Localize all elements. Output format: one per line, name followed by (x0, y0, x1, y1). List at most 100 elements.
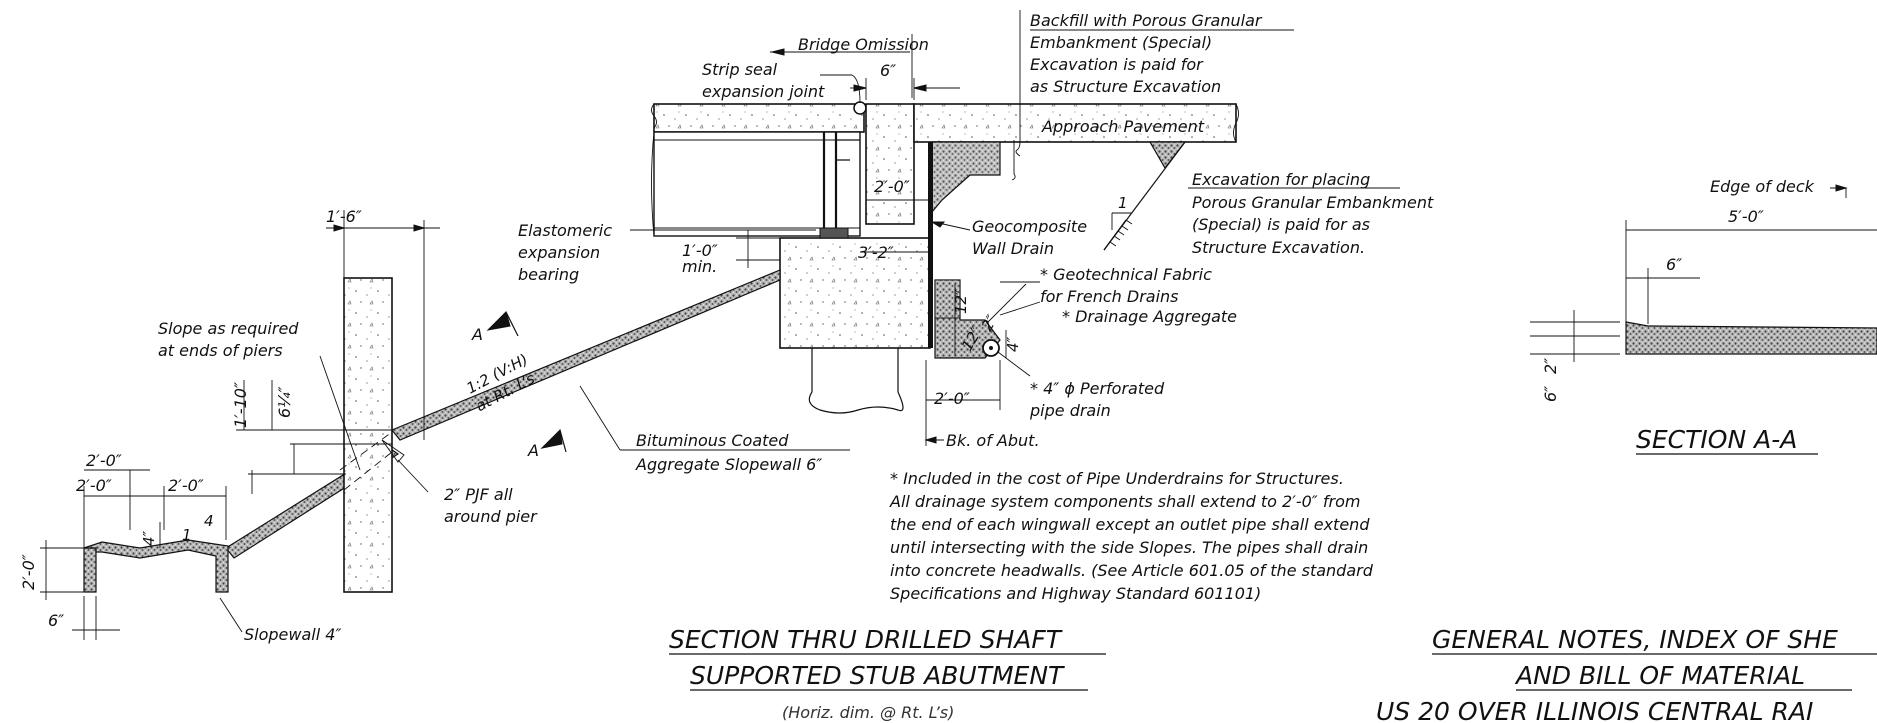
svg-text:bearing: bearing (518, 265, 579, 284)
label-strip-seal: Strip seal expansion joint (702, 60, 825, 101)
section-marker-lower: A (527, 428, 567, 460)
label-slope-required: Slope as required at ends of piers (158, 319, 299, 360)
svg-text:Specifications and Highway Sta: Specifications and Highway Standard 6011… (890, 584, 1261, 603)
label-approach-pavement: Approach Pavement (1041, 117, 1205, 136)
dim-section-two: 2″ (1541, 358, 1560, 374)
dim-toe-slope-one: 1 (182, 526, 192, 544)
porous-granular-backfill (931, 141, 1001, 214)
svg-text:(Horiz. dim. @ Rt. L’s): (Horiz. dim. @ Rt. L’s) (782, 703, 954, 722)
footnote-drainage: * Included in the cost of Pipe Underdrai… (889, 469, 1374, 603)
bituminous-slopewall (391, 269, 781, 441)
svg-text:Strip seal: Strip seal (702, 60, 778, 79)
svg-text:until intersecting with the si: until intersecting with the side Slopes.… (890, 538, 1368, 557)
geocomposite-wall-drain (928, 142, 933, 348)
svg-text:Geocomposite: Geocomposite (972, 217, 1087, 236)
svg-text:Excavation is paid for: Excavation is paid for (1030, 55, 1204, 74)
svg-text:Elastomeric: Elastomeric (518, 221, 612, 240)
svg-text:Wall Drain: Wall Drain (972, 239, 1054, 258)
dim-one-six: 1′-6″ (326, 207, 362, 226)
label-slopewall-4: Slopewall 4″ (244, 625, 341, 644)
svg-text:Aggregate Slopewall 6″: Aggregate Slopewall 6″ (635, 455, 822, 474)
dim-section-six: 6″ (1666, 255, 1682, 274)
dim-toe-six: 6″ (48, 611, 64, 630)
label-geotech-fabric: * Geotechnical Fabric for French Drains (1040, 265, 1212, 306)
svg-text:A: A (471, 325, 483, 344)
svg-text:the end of each wingwall excep: the end of each wingwall except an outle… (890, 515, 1370, 534)
svg-text:at ends of piers: at ends of piers (158, 341, 283, 360)
abutment-cap (779, 237, 931, 349)
dim-one-zero-min: 1′-0″ min. (682, 241, 718, 276)
dim-one-ten: 1′-10″ (231, 382, 250, 428)
label-bridge-omission: Bridge Omission (798, 35, 929, 54)
dim-bottom-two-zero: 2′-0″ (934, 389, 970, 408)
svg-text:* 4″ ϕ Perforated: * 4″ ϕ Perforated (1030, 379, 1165, 398)
label-bk-abut: Bk. of Abut. (946, 431, 1040, 450)
svg-text:as Structure Excavation: as Structure Excavation (1030, 77, 1221, 96)
svg-text:SECTION THRU DRILLED SHAFT: SECTION THRU DRILLED SHAFT (669, 625, 1063, 654)
main-title: SECTION THRU DRILLED SHAFT SUPPORTED STU… (669, 625, 1106, 722)
approach-pavement-slab (913, 103, 1237, 143)
svg-text:* Included in the cost of Pipe: * Included in the cost of Pipe Underdrai… (890, 469, 1344, 488)
svg-text:1′-0″: 1′-0″ (682, 241, 718, 260)
dim-section-six-vert: 6″ (1541, 386, 1560, 402)
svg-text:* Geotechnical Fabric: * Geotechnical Fabric (1040, 265, 1212, 284)
svg-text:Embankment (Special): Embankment (Special) (1030, 33, 1212, 52)
svg-text:(Special) is paid for as: (Special) is paid for as (1192, 215, 1370, 234)
label-perforated-pipe: * 4″ ϕ Perforated pipe drain (1029, 379, 1165, 420)
label-drainage-aggregate: * Drainage Aggregate (1062, 307, 1237, 326)
svg-text:2″ PJF all: 2″ PJF all (444, 485, 513, 504)
label-pjf: 2″ PJF all around pier (444, 485, 538, 526)
svg-text:expansion: expansion (518, 243, 600, 262)
dim-left-two-zero-c: 2′-0″ (168, 476, 204, 495)
dim-twelve-upper: 12″ (952, 289, 970, 314)
svg-text:Slope as required: Slope as required (158, 319, 299, 338)
section-marker-upper: A (471, 311, 519, 344)
svg-text:Excavation for placing: Excavation for placing (1192, 170, 1370, 189)
svg-text:AND BILL OF MATERIAL: AND BILL OF MATERIAL (1514, 661, 1805, 690)
label-geocomposite: Geocomposite Wall Drain (972, 217, 1087, 258)
svg-text:min.: min. (682, 257, 717, 276)
slopewall-toe (83, 547, 97, 593)
dim-five-zero: 5′-0″ (1728, 207, 1764, 226)
note-excavation-placing: Excavation for placing Porous Granular E… (1188, 170, 1434, 257)
svg-text:Structure Excavation.: Structure Excavation. (1192, 238, 1365, 257)
dim-left-two-zero-b: 2′-0″ (76, 476, 112, 495)
dim-left-two-zero-a: 2′-0″ (86, 451, 122, 470)
bridge-superstructure (651, 101, 867, 237)
svg-text:US 20 OVER ILLINOIS CENTRAL RA: US 20 OVER ILLINOIS CENTRAL RAI (1376, 697, 1813, 723)
dim-four-in-drain: 4″ (1004, 336, 1022, 352)
svg-text:Backfill with Porous Granular: Backfill with Porous Granular (1030, 11, 1263, 30)
title-section-aa: SECTION A-A (1636, 425, 1797, 454)
dim-six-in-top: 6″ (880, 61, 896, 80)
excavation-slope-one: 1 (1118, 194, 1128, 212)
label-bituminous: Bituminous Coated Aggregate Slopewall 6″ (635, 431, 822, 474)
dim-six-quarter: 6¼″ (275, 386, 294, 418)
drilled-shaft (808, 348, 904, 414)
note-backfill: Backfill with Porous Granular Embankment… (1030, 11, 1294, 96)
svg-text:SUPPORTED STUB ABUTMENT: SUPPORTED STUB ABUTMENT (690, 661, 1065, 690)
dim-three-two: 3′-2″ (858, 243, 894, 262)
steel-beam (653, 131, 861, 237)
elastomeric-bearing (819, 227, 849, 239)
dim-backwall-two-zero: 2′-0″ (874, 177, 910, 196)
svg-text:around pier: around pier (444, 507, 538, 526)
svg-text:for French Drains: for French Drains (1040, 287, 1179, 306)
svg-text:Porous Granular Embankment: Porous Granular Embankment (1192, 193, 1434, 212)
bridge-deck-slab (653, 103, 865, 133)
french-drain (934, 279, 1001, 359)
dim-left-four-in: 4″ (140, 530, 158, 546)
svg-text:All drainage system components: All drainage system components shall ext… (889, 492, 1360, 511)
label-elastomeric-bearing: Elastomeric expansion bearing (518, 221, 612, 284)
strip-seal-joint (853, 101, 867, 115)
svg-text:Bituminous Coated: Bituminous Coated (636, 431, 789, 450)
svg-text:pipe drain: pipe drain (1029, 401, 1111, 420)
dim-toe-slope-four: 4 (204, 512, 214, 530)
sheet-title: GENERAL NOTES, INDEX OF SHE AND BILL OF … (1376, 625, 1877, 723)
svg-text:A: A (527, 441, 539, 460)
section-aa-detail: Edge of deck 5′-0″ 6″ 2″ 6″ SECTION A-A (1530, 177, 1877, 455)
label-edge-of-deck: Edge of deck (1710, 177, 1815, 196)
svg-text:expansion joint: expansion joint (702, 82, 825, 101)
abutment-backwall (865, 103, 915, 225)
svg-text:into concrete headwalls. (See: into concrete headwalls. (See Article 60… (890, 561, 1374, 580)
